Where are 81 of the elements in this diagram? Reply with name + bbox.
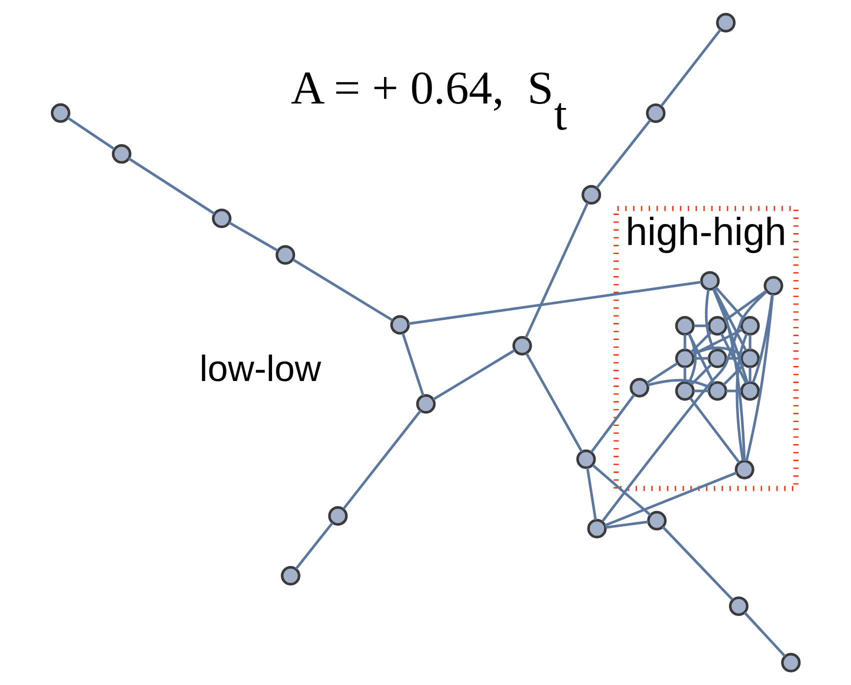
connector	[735, 333, 748, 462]
node-circle	[211, 208, 231, 228]
node-circle	[416, 394, 436, 414]
connector	[690, 331, 712, 354]
node-circle	[740, 381, 760, 401]
connector	[726, 357, 741, 360]
label: low-low	[199, 348, 321, 389]
connector	[432, 349, 515, 401]
node-circle	[646, 510, 666, 530]
connector	[660, 28, 722, 107]
connector	[604, 472, 737, 527]
connector	[714, 286, 745, 320]
connector	[724, 290, 767, 322]
connector	[712, 288, 748, 384]
connector	[294, 522, 334, 570]
node-circle	[716, 12, 736, 32]
connector	[342, 410, 422, 510]
node-circle	[707, 316, 727, 336]
connector	[704, 289, 715, 352]
node-circle	[740, 316, 760, 336]
connector	[751, 294, 774, 383]
connector	[720, 333, 747, 384]
node-circle	[674, 381, 694, 401]
connector	[683, 366, 686, 382]
node-circle	[674, 348, 694, 368]
node-circle	[707, 381, 727, 401]
node-circle	[576, 449, 596, 470]
connector	[693, 324, 708, 328]
connector	[524, 202, 588, 338]
connector	[128, 157, 215, 215]
connector	[748, 334, 751, 350]
node-circle	[740, 348, 760, 368]
node-circle	[763, 276, 783, 296]
node-circle	[707, 348, 727, 368]
node-circle	[50, 103, 70, 123]
node-circle	[581, 185, 601, 205]
node-circle	[390, 315, 410, 335]
connector	[743, 612, 786, 658]
node-circle	[275, 245, 295, 265]
node-circle	[780, 652, 800, 672]
connector	[683, 334, 686, 350]
connector	[591, 464, 651, 516]
node-circle	[280, 566, 300, 586]
connector	[595, 119, 651, 189]
connector	[646, 378, 710, 388]
connector	[722, 364, 744, 386]
connector	[228, 222, 278, 252]
connector	[408, 280, 701, 325]
cluster: high-high	[613, 206, 798, 492]
connector	[524, 352, 582, 452]
connector	[748, 367, 751, 382]
connector	[687, 333, 714, 384]
node-circle	[674, 316, 694, 336]
connector	[692, 328, 742, 356]
node-circle	[734, 460, 754, 480]
connector	[661, 526, 733, 601]
connector	[690, 364, 712, 386]
node-circle	[512, 336, 532, 356]
connector	[646, 362, 678, 384]
connector	[692, 357, 708, 360]
connector	[687, 333, 696, 384]
node-circle	[700, 271, 720, 291]
node-circle	[645, 103, 666, 123]
node-circle	[111, 144, 131, 164]
connector	[712, 288, 747, 352]
connector	[688, 397, 740, 464]
node-circle	[328, 506, 348, 526]
connector	[726, 390, 741, 392]
connector	[744, 294, 774, 462]
node-circle	[586, 518, 606, 538]
connector	[600, 290, 767, 522]
connector	[692, 346, 742, 356]
connector	[401, 332, 424, 396]
connector	[66, 116, 114, 150]
node-circle	[629, 378, 649, 398]
connector	[292, 258, 393, 322]
connector	[605, 520, 648, 529]
connector	[590, 394, 635, 453]
connector	[693, 390, 708, 392]
connector	[586, 468, 596, 520]
node-circle	[728, 596, 748, 616]
